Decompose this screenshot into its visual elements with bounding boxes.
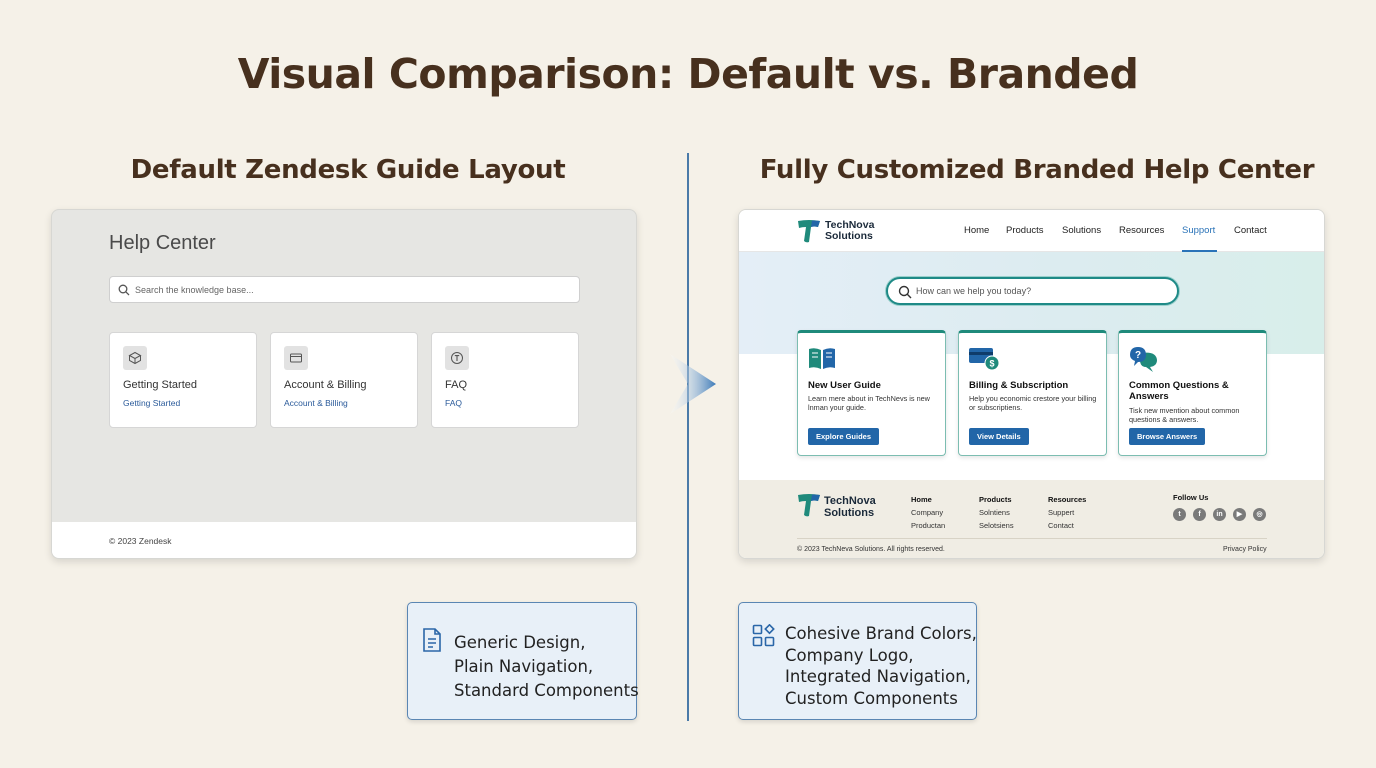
branded-search-bar[interactable] — [886, 277, 1179, 305]
card-link[interactable]: FAQ — [445, 398, 463, 408]
browse-answers-button[interactable]: Browse Answers — [1129, 428, 1206, 445]
follow-us-label: Follow Us — [1173, 493, 1209, 502]
branded-header: TechNova Solutions Home Products Solutio… — [739, 210, 1324, 252]
feature-card-billing[interactable]: $ Billing & Subscription Help you econom… — [958, 330, 1107, 456]
footer-divider — [797, 538, 1267, 539]
facebook-icon[interactable]: f — [1193, 508, 1206, 521]
billing-card-icon: $ — [969, 348, 1000, 371]
card-title: Getting Started — [123, 379, 197, 391]
feature-card-new-user-guide[interactable]: New User Guide Learn mere about in TechN… — [797, 330, 946, 456]
card-link[interactable]: Account & Billing — [284, 398, 348, 408]
footer-link[interactable]: Solntiens — [979, 508, 1010, 517]
active-nav-indicator — [1182, 250, 1217, 252]
instagram-icon[interactable]: ◎ — [1253, 508, 1266, 521]
card-title: FAQ — [445, 379, 468, 391]
default-search-bar[interactable] — [109, 276, 580, 303]
section-divider — [687, 153, 689, 721]
default-layout-heading: Default Zendesk Guide Layout — [130, 155, 566, 185]
branded-copyright: © 2023 TechNeva Solutions. All rights re… — [797, 546, 945, 553]
card-link[interactable]: Getting Started — [123, 398, 181, 408]
branded-footer: TechNova Solutions Home Company Producta… — [739, 480, 1324, 558]
branded-features-callout: Cohesive Brand Colors, Company Logo, Int… — [738, 602, 977, 720]
card-description: Tisk new mvention about common questions… — [1129, 406, 1240, 424]
chevron-right-icon — [670, 354, 716, 414]
card-description: Help you economic crestore your billing … — [969, 394, 1097, 412]
nav-item-products[interactable]: Products — [1006, 225, 1044, 236]
footer-column-3: Resources Suppert Contact — [1048, 493, 1086, 532]
youtube-icon[interactable]: ▶ — [1233, 508, 1246, 521]
card-title: Billing & Subscription — [969, 380, 1069, 391]
category-card-account-billing[interactable]: Account & Billing Account & Billing — [270, 332, 418, 428]
nav-item-home[interactable]: Home — [964, 225, 990, 236]
branded-help-center-mock: TechNova Solutions Home Products Solutio… — [738, 209, 1325, 559]
footer-link[interactable]: Productan — [911, 521, 946, 530]
brand-name: TechNova Solutions — [825, 219, 875, 242]
page-title: Visual Comparison: Default vs. Branded — [237, 50, 1139, 98]
nav-item-support[interactable]: Support — [1182, 225, 1216, 236]
footer-link[interactable]: Company — [911, 508, 944, 517]
footer-link[interactable]: Selotsiens — [979, 521, 1014, 530]
faq-icon — [445, 346, 469, 370]
search-icon — [118, 284, 130, 296]
branded-layout-heading: Fully Customized Branded Help Center — [759, 155, 1315, 185]
document-icon — [423, 628, 441, 652]
category-card-faq[interactable]: FAQ FAQ — [431, 332, 579, 428]
default-help-center-mock: Help Center Getting Started Getting Star… — [51, 209, 637, 559]
default-footer: © 2023 Zendesk — [52, 522, 636, 558]
card-title: Account & Billing — [284, 379, 367, 391]
help-center-title: Help Center — [109, 232, 216, 254]
default-search-input[interactable] — [135, 281, 565, 299]
nav-item-contact[interactable]: Contact — [1234, 225, 1267, 236]
feature-card-common-questions[interactable]: ? Common Questions & Answers Tisk new mv… — [1118, 330, 1267, 456]
footer-link[interactable]: Contact — [1048, 521, 1074, 530]
search-icon — [898, 285, 912, 299]
explore-guides-button[interactable]: Explore Guides — [808, 428, 880, 445]
card-title: Common Questions & Answers — [1129, 380, 1229, 402]
default-features-callout: Generic Design, Plain Navigation, Standa… — [407, 602, 639, 720]
nav-item-solutions[interactable]: Solutions — [1062, 225, 1102, 236]
card-title: New User Guide — [808, 380, 881, 391]
technova-logo-icon[interactable] — [796, 218, 822, 244]
default-copyright: © 2023 Zendesk — [109, 536, 172, 546]
open-book-icon — [809, 348, 835, 369]
components-grid-icon — [752, 624, 775, 647]
chat-question-icon: ? — [1130, 347, 1157, 372]
footer-link[interactable]: Home — [911, 495, 932, 504]
svg-text:$: $ — [989, 359, 994, 369]
technova-logo-icon — [798, 494, 820, 517]
branded-features-list: Cohesive Brand Colors, Company Logo, Int… — [785, 624, 977, 708]
linkedin-icon[interactable]: in — [1213, 508, 1226, 521]
footer-column-1: Home Company Productan — [911, 493, 945, 532]
view-details-button[interactable]: View Details — [969, 428, 1029, 445]
nav-item-resources[interactable]: Resources — [1119, 225, 1165, 236]
twitter-icon[interactable]: t — [1173, 508, 1186, 521]
card-description: Learn mere about in TechNevs is new lnma… — [808, 394, 930, 412]
footer-link[interactable]: Resources — [1048, 495, 1087, 504]
default-features-list: Generic Design, Plain Navigation, Standa… — [454, 633, 639, 700]
footer-brand-name: TechNova Solutions — [824, 495, 876, 519]
branded-search-input[interactable] — [916, 283, 1166, 299]
category-card-getting-started[interactable]: Getting Started Getting Started — [109, 332, 257, 428]
privacy-policy-link[interactable]: Privacy Policy — [1223, 546, 1267, 553]
credit-card-icon — [284, 346, 308, 370]
box-icon — [123, 346, 147, 370]
svg-text:?: ? — [1135, 350, 1141, 361]
footer-link[interactable]: Products — [979, 495, 1012, 504]
footer-link[interactable]: Suppert — [1048, 508, 1075, 517]
footer-column-2: Products Solntiens Selotsiens — [979, 493, 1014, 532]
